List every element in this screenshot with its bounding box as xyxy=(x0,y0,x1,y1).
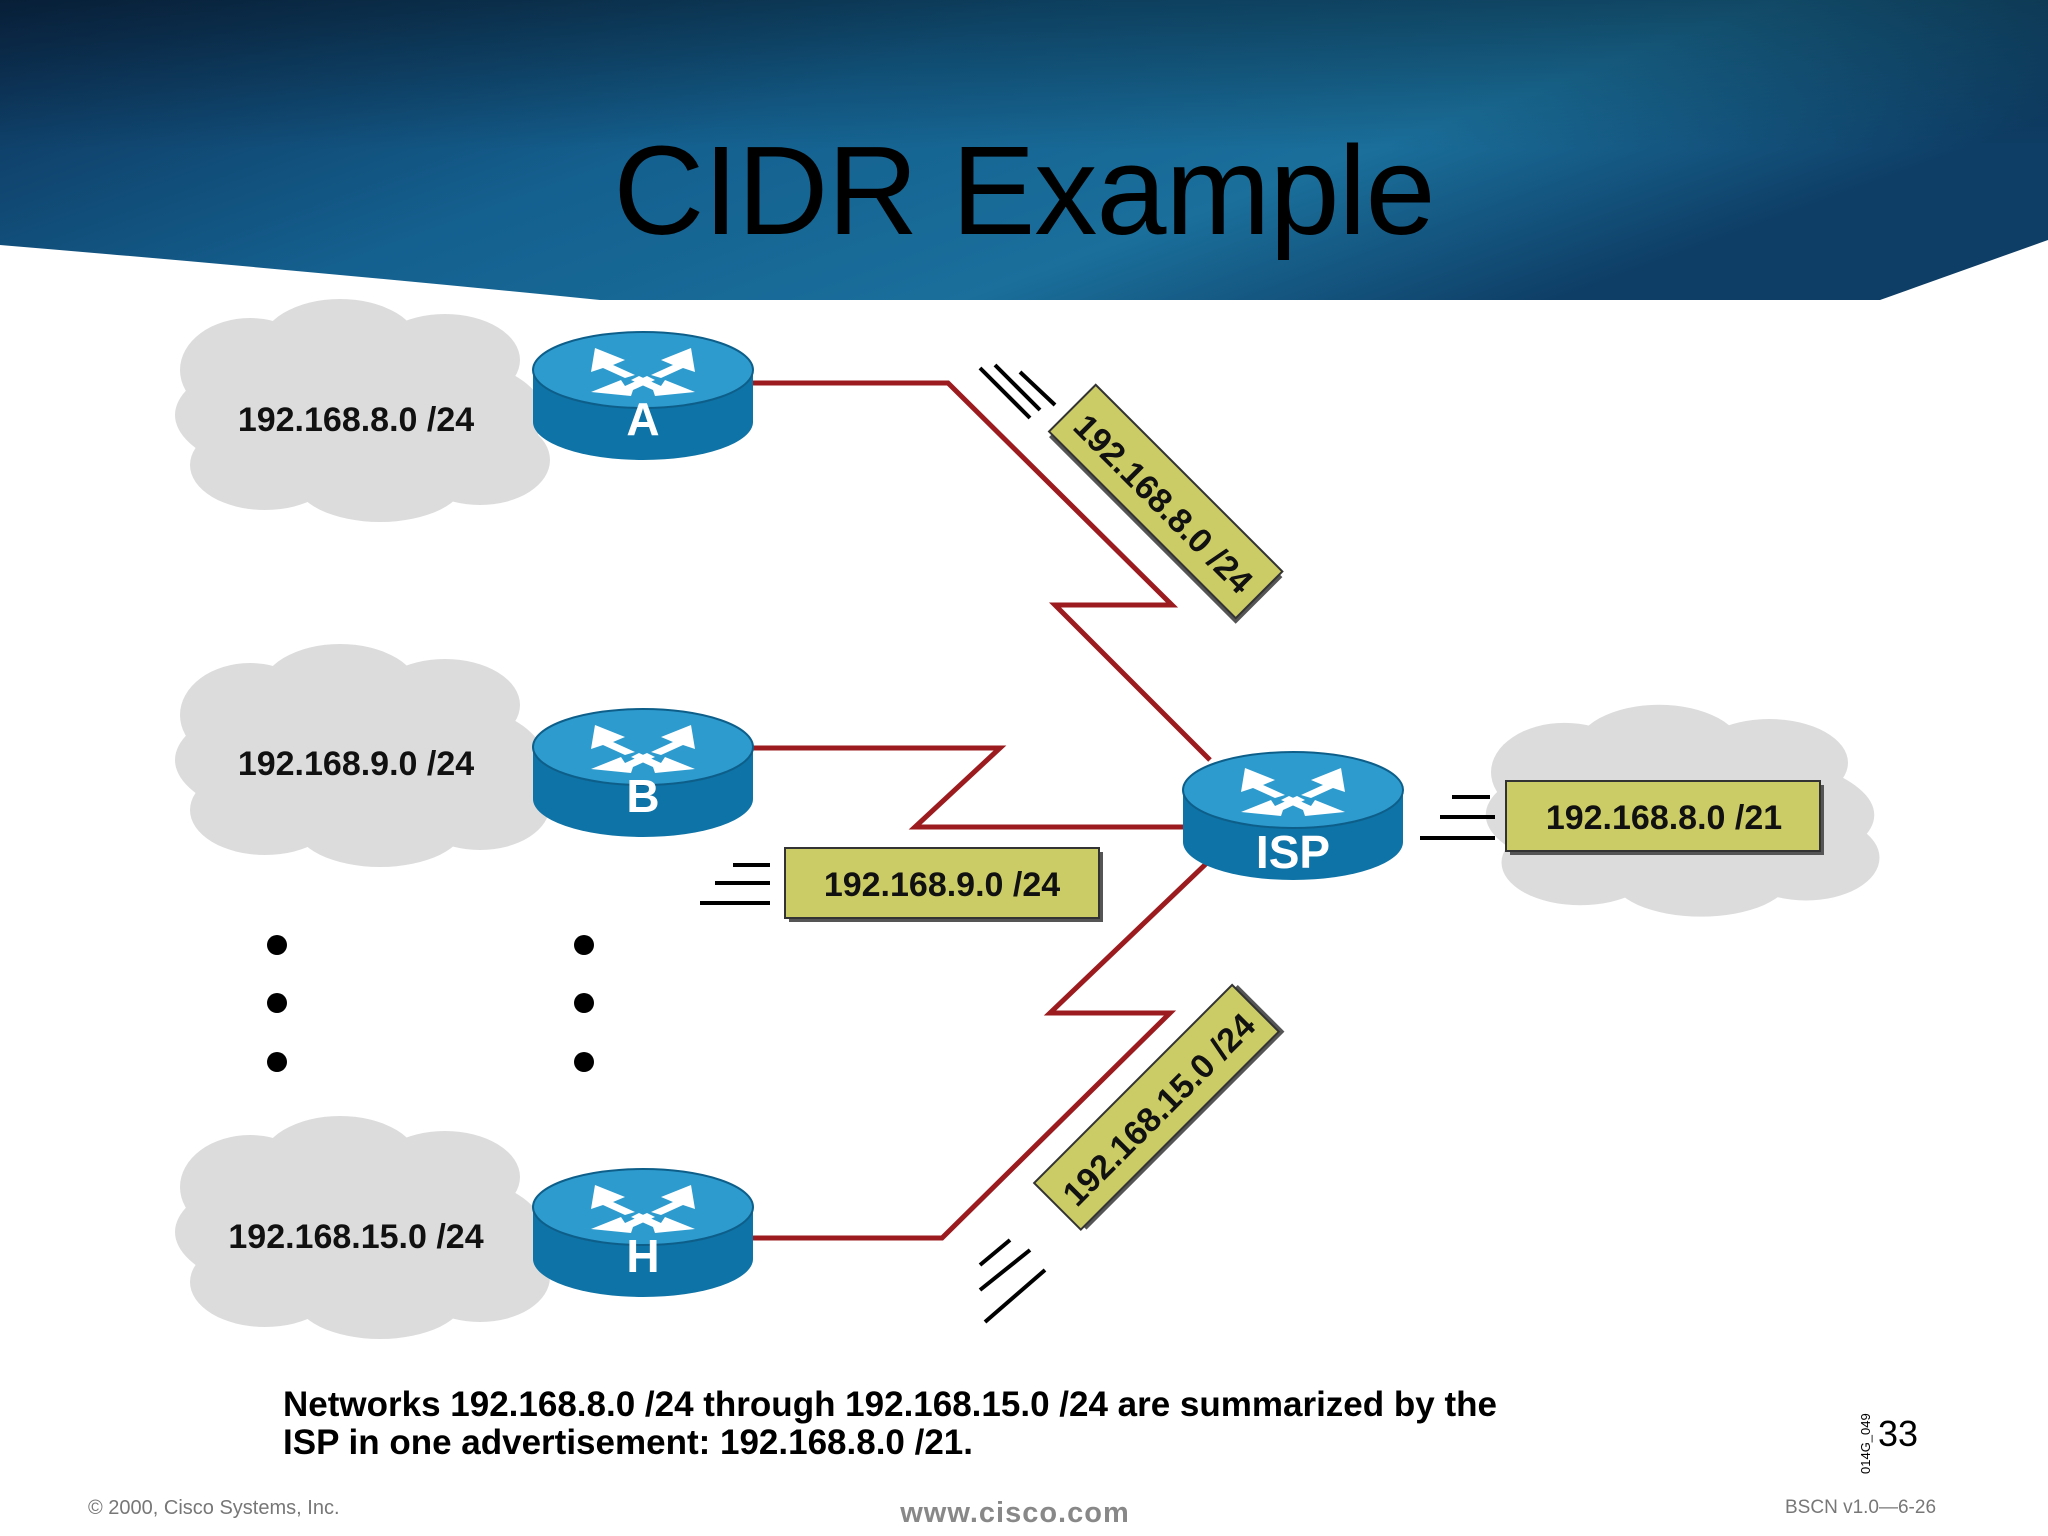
link-a-isp xyxy=(752,380,1212,762)
router-h-label: H xyxy=(626,1230,659,1282)
footer-url: www.cisco.com xyxy=(900,1497,1130,1529)
router-b: B xyxy=(532,708,754,838)
title-banner: CIDR Example xyxy=(0,0,2048,310)
router-a: A xyxy=(532,331,754,461)
slide-caption: Networks 192.168.8.0 /24 through 192.168… xyxy=(283,1386,1683,1462)
router-a-label: A xyxy=(626,393,659,445)
footer-copyright: © 2000, Cisco Systems, Inc. xyxy=(88,1497,340,1519)
router-isp: ISP xyxy=(1182,751,1404,881)
slide-number: 33 xyxy=(1878,1413,1919,1454)
slide-code: 014G_049 xyxy=(1858,1413,1873,1474)
advert-summary-label: 192.168.8.0 /21 xyxy=(1546,799,1782,837)
caption-line-1: Networks 192.168.8.0 /24 through 192.168… xyxy=(283,1385,1497,1424)
network-label-h: 192.168.15.0 /24 xyxy=(228,1218,483,1256)
slide-title: CIDR Example xyxy=(613,120,1435,261)
router-b-label: B xyxy=(626,770,659,822)
banner-background xyxy=(0,0,2048,300)
router-h: H xyxy=(532,1168,754,1298)
advert-b-label: 192.168.9.0 /24 xyxy=(824,866,1060,904)
router-isp-label: ISP xyxy=(1256,826,1330,878)
motion-lines xyxy=(700,363,1495,1324)
advert-b: 192.168.9.0 /24 xyxy=(784,847,1103,922)
caption-line-2: ISP in one advertisement: 192.168.8.0 /2… xyxy=(283,1423,973,1462)
link-h-isp xyxy=(752,858,1212,1241)
link-b-isp xyxy=(752,745,1190,830)
advert-summary: 192.168.8.0 /21 xyxy=(1505,780,1824,855)
advert-a: 192.168.8.0 /24 xyxy=(1047,383,1284,624)
advert-h-label: 192.168.15.0 /24 xyxy=(1056,1006,1263,1213)
advert-a-label: 192.168.8.0 /24 xyxy=(1066,407,1260,601)
ellipsis-dots xyxy=(267,935,594,1072)
network-label-b: 192.168.9.0 /24 xyxy=(238,745,474,783)
footer-course: BSCN v1.0—6-26 xyxy=(1785,1497,1937,1518)
network-label-a: 192.168.8.0 /24 xyxy=(238,401,474,439)
